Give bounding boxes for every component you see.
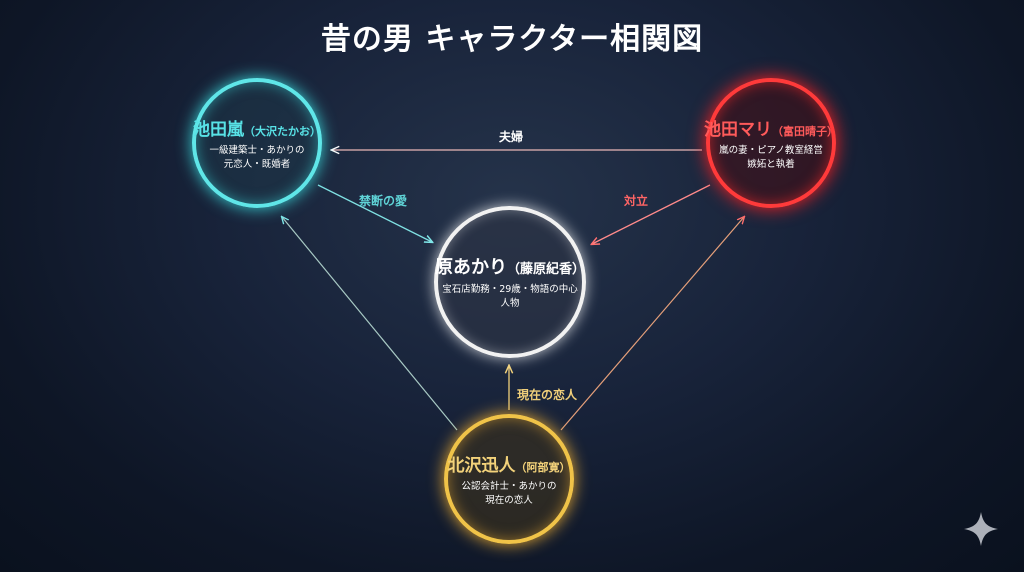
character-name: 池田嵐	[193, 119, 244, 140]
character-desc-line: 嵐の妻・ピアノ教室経営	[719, 144, 823, 156]
line-kitazawa-mari	[560, 217, 744, 431]
character-node-ikeda: 池田嵐（大沢たかお） 一級建築士・あかりの 元恋人・既婚者	[192, 78, 322, 208]
character-node-akari: 原あかり（藤原紀香） 宝石店勤務・29歳・物語の中心人物	[434, 206, 586, 358]
relation-label-fufu: 夫婦	[499, 130, 524, 144]
sparkle-icon	[964, 512, 998, 546]
character-name: 池田マリ	[704, 119, 772, 140]
line-kindan	[317, 184, 432, 242]
character-desc-line: 現在の恋人	[485, 494, 533, 506]
character-desc-line: 嫉妬と執着	[747, 158, 795, 170]
line-kitazawa-ikeda	[282, 217, 458, 431]
character-node-kitazawa: 北沢迅人（阿部寛） 公認会計士・あかりの 現在の恋人	[444, 414, 574, 544]
page-title: 昔の男 キャラクター相関図	[320, 22, 704, 57]
relation-label-koibito: 現在の恋人	[517, 388, 578, 402]
character-name: 北沢迅人	[447, 455, 516, 476]
character-name: 原あかり	[435, 257, 507, 278]
character-node-mari: 池田マリ（富田晴子） 嵐の妻・ピアノ教室経営 嫉妬と執着	[704, 78, 838, 208]
character-alias: （富田晴子）	[772, 124, 838, 138]
relation-label-tairitsu: 対立	[624, 194, 649, 208]
character-desc-line: 公認会計士・あかりの	[461, 480, 557, 492]
character-desc-line: 一級建築士・あかりの	[209, 144, 305, 156]
character-desc-line: 宝石店勤務・29歳・物語の中心人物	[442, 284, 578, 309]
character-alias: （藤原紀香）	[507, 262, 586, 277]
character-desc-line: 元恋人・既婚者	[223, 158, 291, 170]
character-alias: （大沢たかお）	[244, 124, 321, 138]
relation-label-kindan: 禁断の愛	[359, 194, 408, 208]
character-alias: （阿部寛）	[515, 460, 571, 474]
line-tairitsu	[592, 184, 711, 244]
